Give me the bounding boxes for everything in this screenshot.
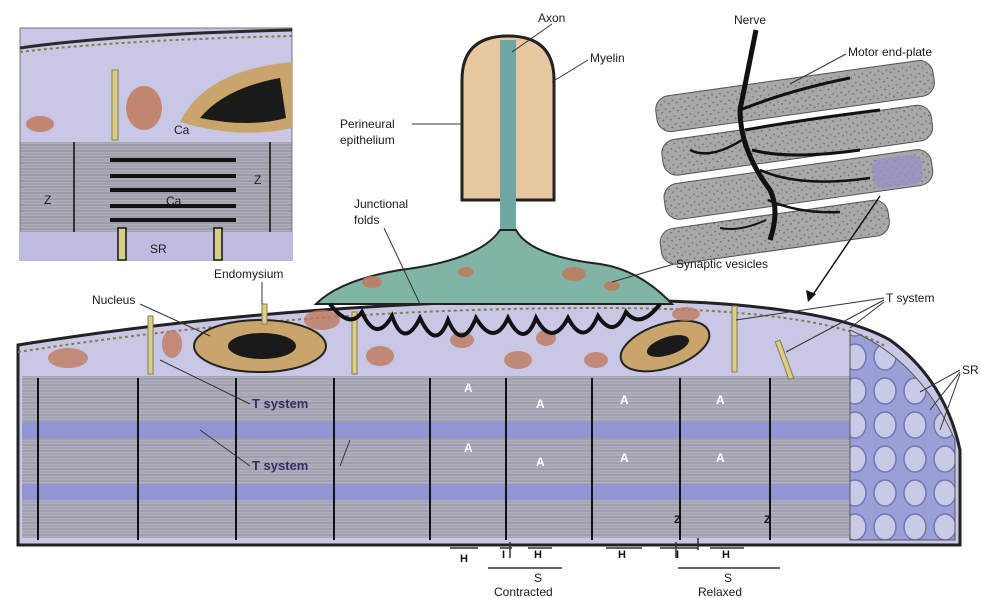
- scale-s-label-1: S: [534, 571, 542, 585]
- band-a-label-7: A: [620, 451, 629, 465]
- inset-ca-mid-label: Ca: [166, 194, 182, 208]
- band-a-label-8: A: [716, 451, 725, 465]
- sarcoplasm-inset: Ca Ca Z Z SR: [20, 28, 292, 260]
- sarcomere-scale: H I H S Contracted H I H S Relaxed: [450, 538, 780, 598]
- band-a-label-5: A: [464, 441, 473, 455]
- band-a-label-6: A: [536, 455, 545, 469]
- scale-i-label-1: I: [502, 549, 505, 561]
- nerve-label: Nerve: [734, 13, 766, 27]
- sr-right-label: SR: [962, 363, 979, 377]
- scale-h-label-4: H: [722, 549, 730, 561]
- synaptic-vesicles-label: Synaptic vesicles: [676, 257, 768, 271]
- band-a-label-3: A: [620, 393, 629, 407]
- junctional-folds-label-line2: folds: [354, 213, 379, 227]
- muscle-fiber: A A A A A A A A Z Z T system T system: [18, 300, 960, 545]
- axon-terminal: Axon Myelin Perineural epithelium Juncti…: [316, 11, 768, 336]
- inset-ca-top-label: Ca: [174, 123, 190, 137]
- band-a-label-2: A: [536, 397, 545, 411]
- relaxed-label: Relaxed: [698, 585, 742, 598]
- perineural-label-line2: epithelium: [340, 133, 395, 147]
- junctional-folds-label-line1: Junctional: [354, 197, 408, 211]
- endomysium-label: Endomysium: [214, 267, 283, 281]
- myelin-label: Myelin: [590, 51, 625, 65]
- t-system-label-1: T system: [252, 396, 308, 411]
- t-system-label-2: T system: [252, 458, 308, 473]
- inset-z-left-label: Z: [44, 193, 51, 207]
- band-a-label-1: A: [464, 381, 473, 395]
- perineural-label-line1: Perineural: [340, 117, 395, 131]
- scale-i-label-2: I: [676, 549, 679, 561]
- axon-label: Axon: [538, 11, 565, 25]
- scale-h-label-3: H: [618, 549, 626, 561]
- inset-z-right-label: Z: [254, 173, 261, 187]
- band-z-label-1: Z: [674, 514, 681, 526]
- contracted-label: Contracted: [494, 585, 553, 598]
- band-z-label-2: Z: [764, 514, 771, 526]
- motor-end-plate-label: Motor end-plate: [848, 45, 932, 59]
- inset-sr-label: SR: [150, 242, 167, 256]
- scale-h-label-2: H: [534, 549, 542, 561]
- scale-h-label-1: H: [460, 553, 468, 565]
- t-system-right-label: T system: [886, 291, 934, 305]
- scale-s-label-2: S: [724, 571, 732, 585]
- band-a-label-4: A: [716, 393, 725, 407]
- nucleus-label: Nucleus: [92, 293, 135, 307]
